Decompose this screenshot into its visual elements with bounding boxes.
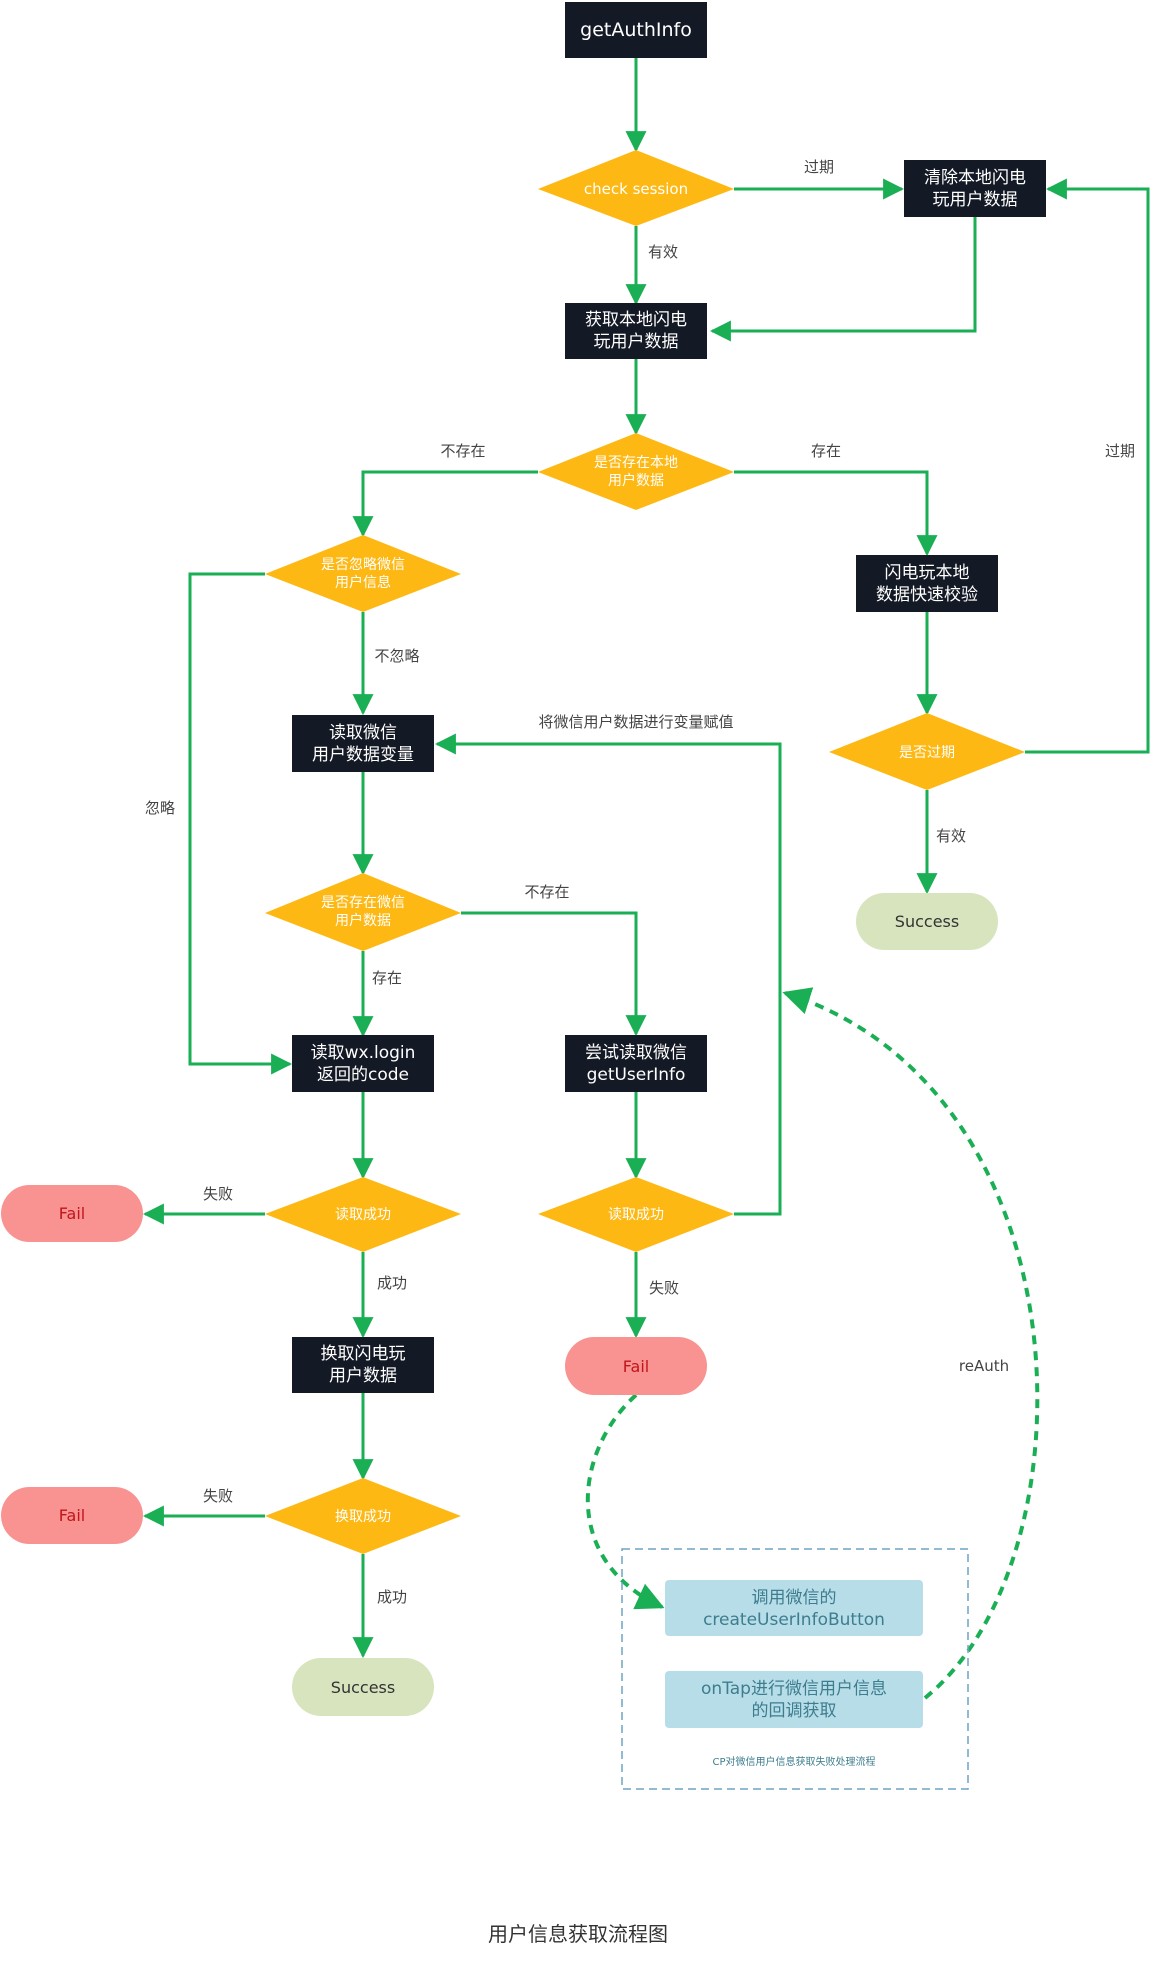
terminal-success-left: Success — [292, 1658, 434, 1716]
process-read-wechat-var: 读取微信 用户数据变量 — [292, 715, 434, 772]
process-clear-local-data: 清除本地闪电 玩用户数据 — [904, 160, 1046, 217]
terminal-fail-mid-label: Fail — [623, 1357, 649, 1376]
edge-haslocal-exist — [734, 470, 938, 557]
label-reauth: reAuth — [959, 1357, 1009, 1375]
label-not-exist-mid: 不存在 — [524, 883, 569, 901]
diagram-caption: 用户信息获取流程图 — [488, 1922, 668, 1946]
note-create-userinfo-line2: createUserInfoButton — [703, 1610, 885, 1630]
process-quick-check: 闪电玩本地 数据快速校验 — [856, 555, 998, 612]
process-getauthinfo-label: getAuthInfo — [580, 19, 692, 41]
decision-exchange-ok-label: 换取成功 — [335, 1508, 391, 1525]
label-valid-right: 有效 — [936, 827, 966, 845]
process-try-getuserinfo-line1: 尝试读取微信 — [585, 1043, 687, 1063]
label-exist-top: 存在 — [811, 442, 841, 460]
fallback-group-frame — [621, 1548, 969, 1790]
decision-read-ok-left-label: 读取成功 — [335, 1206, 391, 1223]
process-get-local-line1: 获取本地闪电 — [585, 310, 687, 330]
label-not-exist-top: 不存在 — [440, 442, 485, 460]
process-try-getuserinfo-line2: getUserInfo — [587, 1065, 686, 1085]
edge-reauth — [782, 987, 1040, 1700]
process-read-wxlogin-line1: 读取wx.login — [311, 1043, 416, 1063]
decision-ignore-wechat-line2: 用户信息 — [335, 574, 391, 591]
terminal-success-right-label: Success — [895, 912, 959, 931]
process-quick-check-line1: 闪电玩本地 — [885, 563, 970, 583]
process-get-local-data: 获取本地闪电 玩用户数据 — [565, 303, 707, 359]
terminal-fail-left-1-label: Fail — [59, 1204, 85, 1223]
label-expired-right: 过期 — [1105, 442, 1135, 460]
process-read-wxlogin-line2: 返回的code — [317, 1065, 409, 1085]
process-read-wechat-var-line1: 读取微信 — [329, 723, 397, 743]
decision-is-expired-label: 是否过期 — [899, 745, 955, 761]
terminal-fail-left-2-label: Fail — [59, 1506, 85, 1525]
decision-exchange-ok: 换取成功 — [265, 1478, 461, 1554]
label-success-2: 成功 — [377, 1588, 407, 1606]
process-clear-local-line1: 清除本地闪电 — [924, 168, 1026, 188]
process-read-wxlogin-code: 读取wx.login 返回的code — [292, 1035, 434, 1092]
note-ontap-callback: onTap进行微信用户信息 的回调获取 — [665, 1671, 923, 1728]
process-exchange-user-data: 换取闪电玩 用户数据 — [292, 1337, 434, 1393]
process-quick-check-line2: 数据快速校验 — [876, 585, 978, 605]
edge-haswechat-notexist — [461, 911, 647, 1037]
label-assign-var: 将微信用户数据进行变量赋值 — [538, 713, 733, 731]
decision-is-expired: 是否过期 — [829, 713, 1025, 790]
label-fail-left-2: 失败 — [203, 1487, 233, 1505]
decision-has-local-user: 是否存在本地 用户数据 — [538, 433, 734, 510]
note-ontap-line2: 的回调获取 — [752, 1701, 837, 1721]
label-expired-top: 过期 — [804, 158, 834, 176]
terminal-success-left-label: Success — [331, 1678, 395, 1697]
decision-ignore-wechat: 是否忽略微信 用户信息 — [265, 535, 461, 612]
process-read-wechat-var-line2: 用户数据变量 — [312, 745, 414, 765]
label-fail-left-1: 失败 — [203, 1185, 233, 1203]
process-try-getuserinfo: 尝试读取微信 getUserInfo — [565, 1035, 707, 1092]
note-create-userinfo-line1: 调用微信的 — [752, 1588, 837, 1608]
edge-readok-mid-assign — [434, 733, 782, 1216]
edge-haslocal-notexist — [352, 470, 538, 538]
decision-has-local-user-line1: 是否存在本地 — [594, 455, 678, 471]
terminal-fail-left-1: Fail — [1, 1185, 143, 1242]
decision-read-ok-left: 读取成功 — [265, 1177, 461, 1252]
decision-check-session-label: check session — [584, 180, 688, 198]
edge-clear-to-getlocal — [709, 217, 977, 342]
decision-has-local-user-line2: 用户数据 — [608, 472, 664, 489]
group-label: CP对微信用户信息获取失败处理流程 — [712, 1755, 875, 1768]
process-getauthinfo: getAuthInfo — [565, 2, 707, 58]
label-not-ignore: 不忽略 — [374, 647, 419, 665]
decision-check-session: check session — [538, 150, 734, 226]
terminal-fail-left-2: Fail — [1, 1487, 143, 1544]
decision-has-wechat-data-line1: 是否存在微信 — [321, 895, 405, 911]
label-ignore: 忽略 — [145, 799, 175, 817]
decision-ignore-wechat-line1: 是否忽略微信 — [321, 557, 405, 573]
process-exchange-user-line1: 换取闪电玩 — [321, 1344, 406, 1364]
decision-read-ok-mid: 读取成功 — [538, 1177, 734, 1252]
edge-fail-to-createbutton — [585, 1393, 665, 1610]
terminal-success-right: Success — [856, 893, 998, 950]
decision-read-ok-mid-label: 读取成功 — [608, 1206, 664, 1223]
label-fail-mid: 失败 — [649, 1279, 679, 1297]
decision-has-wechat-data: 是否存在微信 用户数据 — [265, 873, 461, 951]
process-exchange-user-line2: 用户数据 — [329, 1366, 397, 1386]
label-valid-top: 有效 — [648, 243, 678, 261]
terminal-fail-mid: Fail — [565, 1337, 707, 1395]
decision-has-wechat-data-line2: 用户数据 — [335, 912, 391, 929]
note-create-userinfo-button: 调用微信的 createUserInfoButton — [665, 1580, 923, 1636]
label-exist-mid: 存在 — [372, 969, 402, 987]
edge-expired-loop-to-clear — [1025, 178, 1150, 754]
edge-ignore-to-wxlogin — [188, 572, 293, 1075]
label-success-1: 成功 — [377, 1274, 407, 1292]
process-get-local-line2: 玩用户数据 — [594, 332, 679, 352]
process-clear-local-line2: 玩用户数据 — [933, 190, 1018, 210]
note-ontap-line1: onTap进行微信用户信息 — [701, 1679, 887, 1699]
